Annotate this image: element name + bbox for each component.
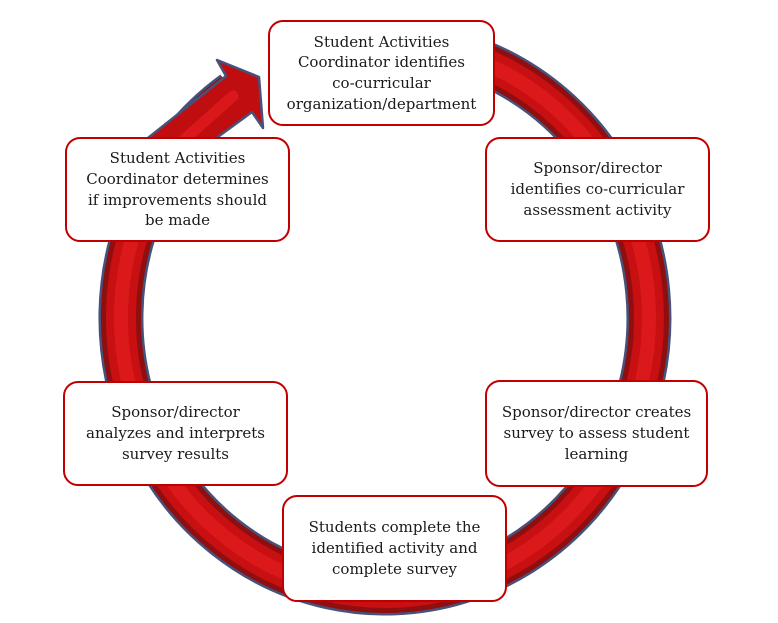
step-label: Sponsor/director creates survey to asses…: [501, 403, 692, 463]
step-box-2: Sponsor/director identifies co-curricula…: [485, 137, 710, 242]
step-box-5: Sponsor/director analyzes and interprets…: [63, 381, 288, 486]
step-label: Students complete the identified activit…: [308, 518, 481, 578]
step-label: Student Activities Coordinator identifie…: [286, 32, 477, 113]
step-label: Sponsor/director analyzes and interprets…: [86, 403, 265, 463]
step-label: Student Activities Coordinator determine…: [86, 149, 269, 230]
step-label: Sponsor/director identifies co-curricula…: [510, 159, 685, 219]
step-box-4: Students complete the identified activit…: [282, 495, 507, 602]
step-box-1: Student Activities Coordinator identifie…: [268, 20, 495, 126]
step-box-6: Student Activities Coordinator determine…: [65, 137, 290, 242]
step-box-3: Sponsor/director creates survey to asses…: [485, 380, 708, 487]
